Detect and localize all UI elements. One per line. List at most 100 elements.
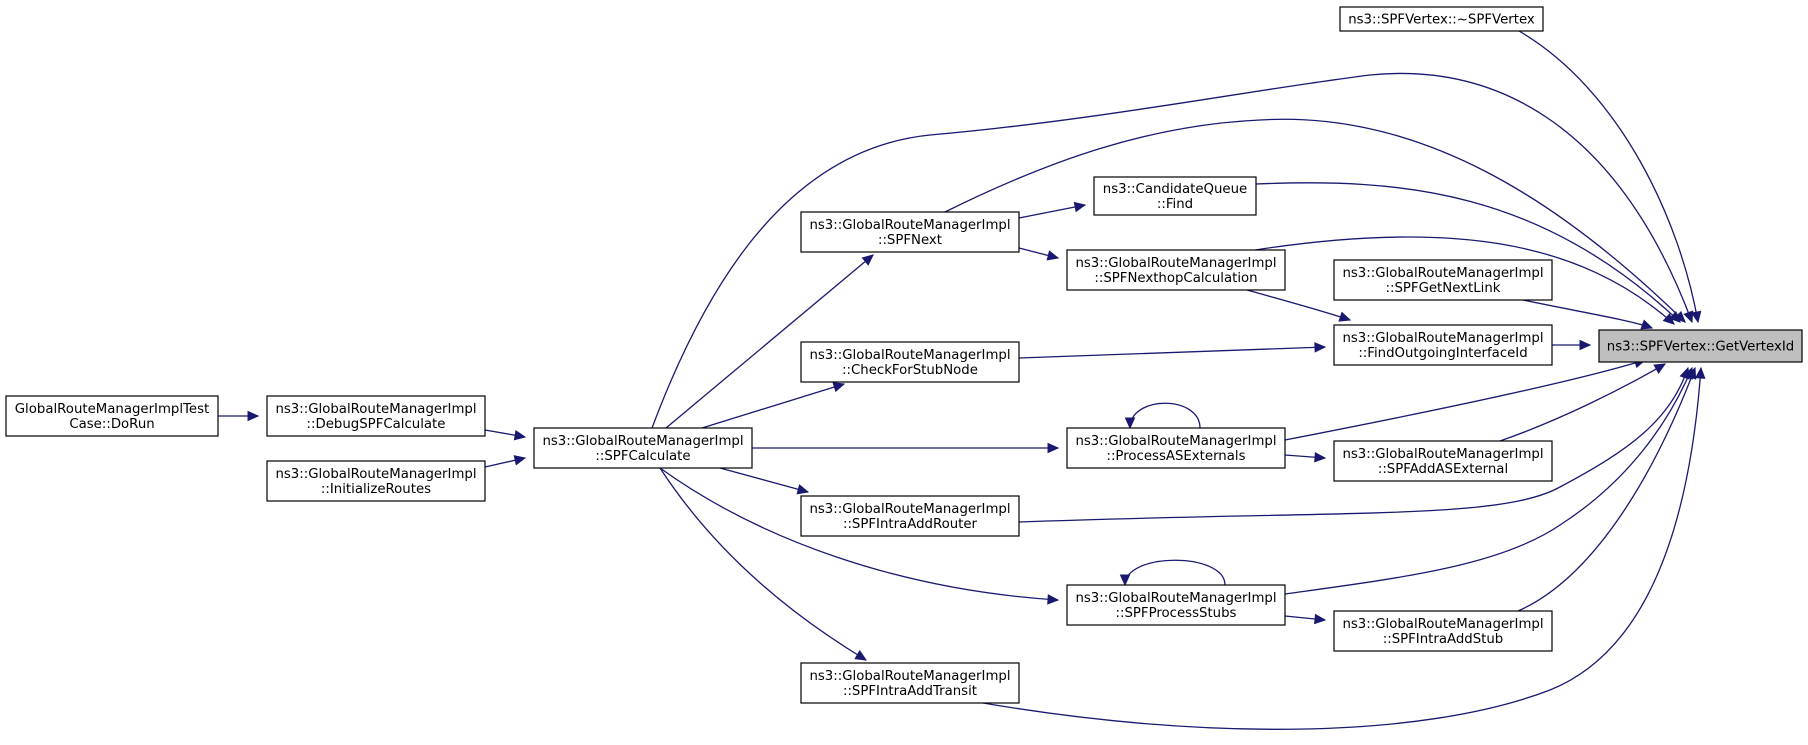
- edge-arrowhead: [1662, 313, 1675, 325]
- node-box[interactable]: [1066, 249, 1286, 291]
- edge-arrowhead: [1314, 342, 1327, 353]
- edge-line: [1517, 367, 1696, 612]
- node-findoutgoing[interactable]: ns3::GlobalRouteManagerImpl::FindOutgoin…: [1333, 324, 1553, 366]
- edge-line: [1284, 367, 1693, 595]
- edge-arrowhead: [854, 650, 868, 661]
- edge-line: [1518, 30, 1699, 323]
- edge-line: [1129, 402, 1201, 429]
- edge-arrowhead: [1046, 250, 1060, 261]
- node-processstubs[interactable]: ns3::GlobalRouteManagerImpl::SPFProcessS…: [1066, 584, 1286, 626]
- edge-spfcalculate-to-checkstub: [752, 442, 1060, 454]
- edge-destructor-to-getvertexid: [1518, 30, 1702, 324]
- node-box[interactable]: [1093, 176, 1257, 216]
- node-debugspf[interactable]: ns3::GlobalRouteManagerImpl::DebugSPFCal…: [266, 395, 486, 437]
- node-box[interactable]: [1339, 6, 1544, 32]
- node-label-line: ns3::GlobalRouteManagerImpl: [809, 218, 1010, 233]
- edge-spfcalculate-to-intraaddrouter: [659, 467, 1060, 605]
- edge-arrowhead: [832, 382, 846, 393]
- edge-line: [659, 467, 1059, 601]
- edge-arrowhead: [1683, 310, 1694, 324]
- node-box[interactable]: [1333, 259, 1553, 301]
- node-label-line: ::ProcessASExternals: [1106, 449, 1245, 464]
- edge-arrowhead: [861, 254, 874, 266]
- node-cq_find[interactable]: ns3::CandidateQueue::Find: [1093, 176, 1257, 216]
- edge-intraaddstub-to-getvertexid: [1517, 366, 1697, 612]
- nodes-layer: ns3::SPFVertex::~SPFVertexns3::SPFVertex…: [5, 6, 1803, 704]
- node-box[interactable]: [1598, 329, 1803, 363]
- node-box[interactable]: [800, 341, 1020, 383]
- node-spfaddasext[interactable]: ns3::GlobalRouteManagerImpl::SPFAddASExt…: [1333, 440, 1553, 482]
- node-intraaddtransit[interactable]: ns3::GlobalRouteManagerImpl::SPFIntraAdd…: [800, 662, 1020, 704]
- edge-arrowhead: [1694, 366, 1706, 379]
- node-label-line: ns3::GlobalRouteManagerImpl: [542, 434, 743, 449]
- edge-arrowhead: [796, 484, 810, 495]
- edge-testdorun-to-debugspf: [1119, 559, 1226, 587]
- edge-getnextlink-to-getvertexid: [1522, 299, 1654, 330]
- node-getvertexid[interactable]: ns3::SPFVertex::GetVertexId: [1598, 329, 1803, 363]
- node-intraaddstub[interactable]: ns3::GlobalRouteManagerImpl::SPFIntraAdd…: [1333, 610, 1553, 652]
- edge-arrowhead: [1673, 310, 1686, 323]
- edge-arrowhead: [1640, 319, 1654, 330]
- node-label-line: ::SPFIntraAddRouter: [843, 517, 978, 532]
- edge-arrowhead: [1314, 613, 1327, 625]
- node-box[interactable]: [800, 495, 1020, 537]
- node-box[interactable]: [1333, 610, 1553, 652]
- edge-arrowhead: [1579, 339, 1592, 351]
- node-label-line: GlobalRouteManagerImplTest: [15, 402, 210, 417]
- node-processasext[interactable]: ns3::GlobalRouteManagerImpl::ProcessASEx…: [1066, 427, 1286, 469]
- edge-cq_find-to-getvertexid: [1255, 182, 1681, 323]
- node-label-line: ns3::GlobalRouteManagerImpl: [275, 402, 476, 417]
- edge-arrowhead: [1686, 366, 1697, 380]
- node-destructor[interactable]: ns3::SPFVertex::~SPFVertex: [1339, 6, 1544, 32]
- node-label-line: ::InitializeRoutes: [321, 482, 431, 497]
- node-nexthop[interactable]: ns3::GlobalRouteManagerImpl::SPFNexthopC…: [1066, 249, 1286, 291]
- edge-nexthop-to-getvertexid: [1254, 236, 1675, 325]
- edge-line: [659, 467, 867, 661]
- node-checkstub[interactable]: ns3::GlobalRouteManagerImpl::CheckForStu…: [800, 341, 1020, 383]
- node-label-line: ::FindOutgoingInterfaceId: [1358, 346, 1527, 361]
- edge-spfcalculate-to-getvertexid: [651, 72, 1694, 429]
- edge-processasext-to-getvertexid: [1284, 358, 1647, 441]
- node-box[interactable]: [266, 395, 486, 437]
- node-initroutes[interactable]: ns3::GlobalRouteManagerImpl::InitializeR…: [266, 460, 486, 502]
- node-label-line: ::SPFAddASExternal: [1378, 462, 1508, 477]
- node-label-line: ::SPFNexthopCalculation: [1094, 271, 1257, 286]
- edge-line: [982, 367, 1702, 730]
- edge-arrowhead: [1314, 451, 1327, 463]
- node-box[interactable]: [1333, 324, 1553, 366]
- node-label-line: ns3::GlobalRouteManagerImpl: [1075, 256, 1276, 271]
- node-box[interactable]: [800, 211, 1020, 253]
- node-spfnext[interactable]: ns3::GlobalRouteManagerImpl::SPFNext: [800, 211, 1020, 253]
- node-box[interactable]: [1333, 440, 1553, 482]
- edge-processasext-to-processasext: [1284, 451, 1327, 463]
- node-spfcalculate[interactable]: ns3::GlobalRouteManagerImpl::SPFCalculat…: [533, 427, 753, 469]
- node-box[interactable]: [5, 395, 219, 437]
- edge-arrowhead: [1119, 574, 1131, 587]
- node-box[interactable]: [533, 427, 753, 469]
- edge-line: [1499, 363, 1666, 442]
- node-label-line: ::SPFGetNextLink: [1386, 281, 1501, 296]
- edge-processstubs-to-processstubs: [1284, 613, 1327, 625]
- node-label-line: ::SPFCalculate: [595, 449, 690, 464]
- edge-intraaddtransit-to-getvertexid: [982, 366, 1706, 730]
- edge-line: [701, 383, 845, 429]
- edge-line: [1018, 346, 1326, 359]
- edge-line: [944, 118, 1686, 323]
- node-box[interactable]: [266, 460, 486, 502]
- edge-spfcalculate-to-spfnext: [701, 382, 846, 429]
- edge-arrowhead: [1653, 363, 1667, 374]
- edge-arrowhead: [247, 410, 260, 422]
- node-getnextlink[interactable]: ns3::GlobalRouteManagerImpl::SPFGetNextL…: [1333, 259, 1553, 301]
- edge-spfnext-to-cq_find: [1018, 201, 1087, 219]
- node-box[interactable]: [800, 662, 1020, 704]
- edge-arrowhead: [513, 455, 527, 466]
- node-box[interactable]: [1066, 427, 1286, 469]
- edge-arrowhead: [1668, 310, 1681, 323]
- edge-spfaddasext-to-getvertexid: [1499, 363, 1667, 442]
- node-label-line: ns3::GlobalRouteManagerImpl: [1342, 331, 1543, 346]
- edge-line: [651, 72, 1693, 429]
- node-intraaddrouter[interactable]: ns3::GlobalRouteManagerImpl::SPFIntraAdd…: [800, 495, 1020, 537]
- node-box[interactable]: [1066, 584, 1286, 626]
- node-label-line: ns3::GlobalRouteManagerImpl: [1342, 266, 1543, 281]
